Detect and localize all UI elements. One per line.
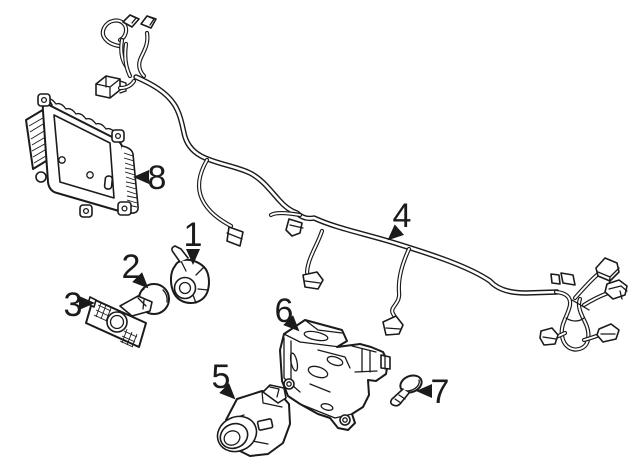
callout-8[interactable]: 8 xyxy=(133,159,167,197)
callout-4-label: 4 xyxy=(393,197,412,235)
callout-4-arrow xyxy=(387,224,405,241)
part-8-control-module[interactable] xyxy=(25,93,139,218)
screw-shaft xyxy=(389,388,410,407)
part-7-screw[interactable] xyxy=(389,372,424,407)
camera-label-plate xyxy=(256,418,274,431)
connector-plug xyxy=(604,279,628,300)
callout-3[interactable]: 3 xyxy=(64,286,95,324)
callout-2[interactable]: 2 xyxy=(122,248,149,289)
connector-plug xyxy=(560,272,576,286)
bracket-slot xyxy=(326,355,344,367)
harness-top-connector-bundle xyxy=(95,14,157,99)
callout-1-label: 1 xyxy=(184,216,203,254)
harness-branch xyxy=(382,249,409,336)
callout-5[interactable]: 5 xyxy=(212,358,236,400)
part-5-camera[interactable] xyxy=(212,384,291,458)
callout-2-arrow xyxy=(132,272,149,289)
module-screw-hole xyxy=(86,171,94,179)
bracket-mount-hole xyxy=(283,378,295,390)
callout-6[interactable]: 6 xyxy=(275,292,300,332)
bracket-barrel xyxy=(351,345,391,373)
callout-4[interactable]: 4 xyxy=(387,197,412,241)
callout-1[interactable]: 1 xyxy=(184,216,203,265)
harness-end-bundle xyxy=(539,257,628,350)
callout-8-label: 8 xyxy=(148,159,167,197)
bracket-slot xyxy=(303,330,329,342)
connector-plug xyxy=(140,15,157,29)
harness-branch xyxy=(271,213,304,237)
callout-5-label: 5 xyxy=(212,358,231,396)
camera-connector xyxy=(262,384,287,404)
callout-6-label: 6 xyxy=(275,292,294,330)
module-gasket xyxy=(45,97,117,135)
callout-6-arrow xyxy=(283,315,300,332)
bracket-slot xyxy=(307,365,329,379)
connector-plug xyxy=(596,323,620,343)
connector-plug xyxy=(285,218,303,237)
harness-branch xyxy=(302,231,324,290)
connector-plug xyxy=(539,327,559,346)
callout-2-label: 2 xyxy=(122,248,141,286)
module-heatsink-ribs xyxy=(123,152,138,208)
part-3-sensor-bracket[interactable] xyxy=(85,295,153,348)
sensor-face xyxy=(173,276,197,300)
bracket-mount-hole xyxy=(339,414,351,426)
bracket-hatch xyxy=(119,328,138,348)
module-slot xyxy=(103,175,114,190)
part-1-park-sensor[interactable] xyxy=(169,245,210,304)
connector-clip xyxy=(302,271,324,290)
part-4-wire-harness[interactable] xyxy=(95,14,628,350)
connector-clip xyxy=(382,315,404,336)
part-6-camera-bracket[interactable] xyxy=(279,319,391,431)
sensor-clip xyxy=(171,245,189,263)
callout-3-label: 3 xyxy=(64,286,83,324)
module-screw-hole xyxy=(58,156,66,164)
bracket-slot xyxy=(289,352,299,372)
callout-7-label: 7 xyxy=(431,373,450,411)
module-mount-tabs xyxy=(35,93,132,218)
bracket-hatch xyxy=(93,302,112,322)
bracket-assembly-body xyxy=(279,319,389,431)
callout-7[interactable]: 7 xyxy=(416,373,450,411)
harness-branch xyxy=(199,160,244,247)
bracket-slot xyxy=(320,403,334,411)
connector-plug xyxy=(595,257,620,282)
module-face xyxy=(53,114,115,199)
callout-5-arrow xyxy=(219,383,236,400)
